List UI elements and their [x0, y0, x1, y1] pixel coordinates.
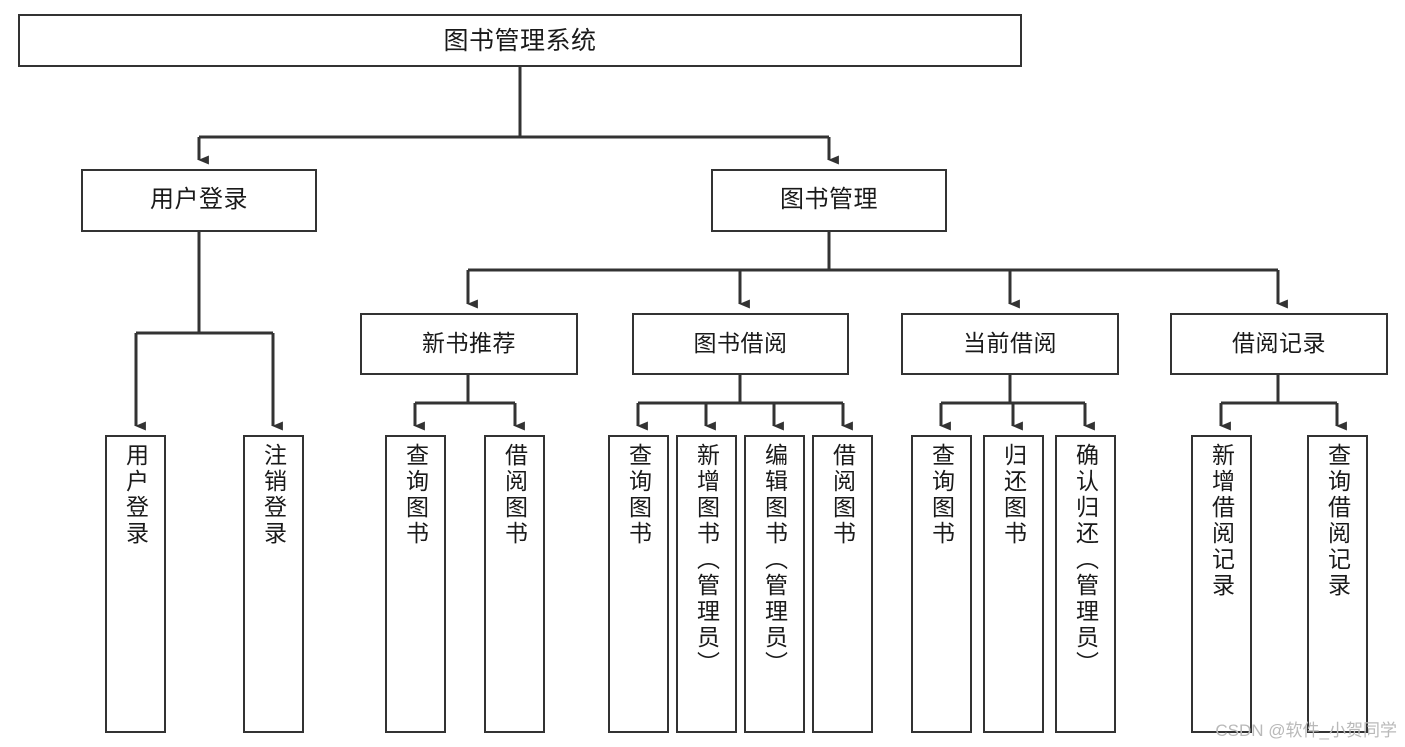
node-borrow-record-label: 借阅记录: [1232, 330, 1326, 357]
node-root-label: 图书管理系统: [443, 26, 597, 55]
node-current-borrow-label: 当前借阅: [963, 330, 1057, 357]
node-leaf-borrow-book-rec[interactable]: 借阅图书: [484, 435, 545, 733]
node-leaf-query-book-rec-label: 查询图书: [402, 443, 429, 547]
node-leaf-borrow-book-bb[interactable]: 借阅图书: [812, 435, 873, 733]
node-leaf-borrow-book-rec-label: 借阅图书: [501, 443, 528, 547]
node-leaf-add-book-label: 新增图书（管理员）: [693, 443, 720, 677]
node-leaf-add-record[interactable]: 新增借阅记录: [1191, 435, 1252, 733]
node-user-login-label: 用户登录: [150, 186, 248, 214]
node-leaf-confirm-return[interactable]: 确认归还（管理员）: [1055, 435, 1116, 733]
node-leaf-query-book-rec[interactable]: 查询图书: [385, 435, 446, 733]
node-leaf-user-login-label: 用户登录: [122, 443, 149, 547]
node-leaf-user-logout[interactable]: 注销登录: [243, 435, 304, 733]
node-user-login[interactable]: 用户登录: [81, 169, 317, 232]
node-leaf-edit-book[interactable]: 编辑图书（管理员）: [744, 435, 805, 733]
node-leaf-return-book[interactable]: 归还图书: [983, 435, 1044, 733]
node-leaf-add-record-label: 新增借阅记录: [1208, 443, 1235, 599]
node-leaf-query-book-bb-label: 查询图书: [625, 443, 652, 547]
node-leaf-query-book-cb[interactable]: 查询图书: [911, 435, 972, 733]
node-leaf-confirm-return-label: 确认归还（管理员）: [1072, 443, 1099, 677]
node-book-borrow[interactable]: 图书借阅: [632, 313, 849, 375]
node-leaf-add-book[interactable]: 新增图书（管理员）: [676, 435, 737, 733]
node-leaf-query-book-cb-label: 查询图书: [928, 443, 955, 547]
node-leaf-user-logout-label: 注销登录: [260, 443, 287, 547]
node-leaf-query-book-bb[interactable]: 查询图书: [608, 435, 669, 733]
node-leaf-borrow-book-bb-label: 借阅图书: [829, 443, 856, 547]
node-root[interactable]: 图书管理系统: [18, 14, 1022, 67]
node-leaf-user-login[interactable]: 用户登录: [105, 435, 166, 733]
node-book-manage-label: 图书管理: [780, 186, 878, 214]
node-leaf-return-book-label: 归还图书: [1000, 443, 1027, 547]
node-borrow-record[interactable]: 借阅记录: [1170, 313, 1388, 375]
node-leaf-query-record-label: 查询借阅记录: [1324, 443, 1351, 599]
node-book-borrow-label: 图书借阅: [693, 330, 788, 357]
node-leaf-query-record[interactable]: 查询借阅记录: [1307, 435, 1368, 733]
node-current-borrow[interactable]: 当前借阅: [901, 313, 1119, 375]
node-leaf-edit-book-label: 编辑图书（管理员）: [761, 443, 788, 677]
node-new-book-rec[interactable]: 新书推荐: [360, 313, 578, 375]
node-book-manage[interactable]: 图书管理: [711, 169, 947, 232]
node-new-book-rec-label: 新书推荐: [422, 330, 516, 357]
